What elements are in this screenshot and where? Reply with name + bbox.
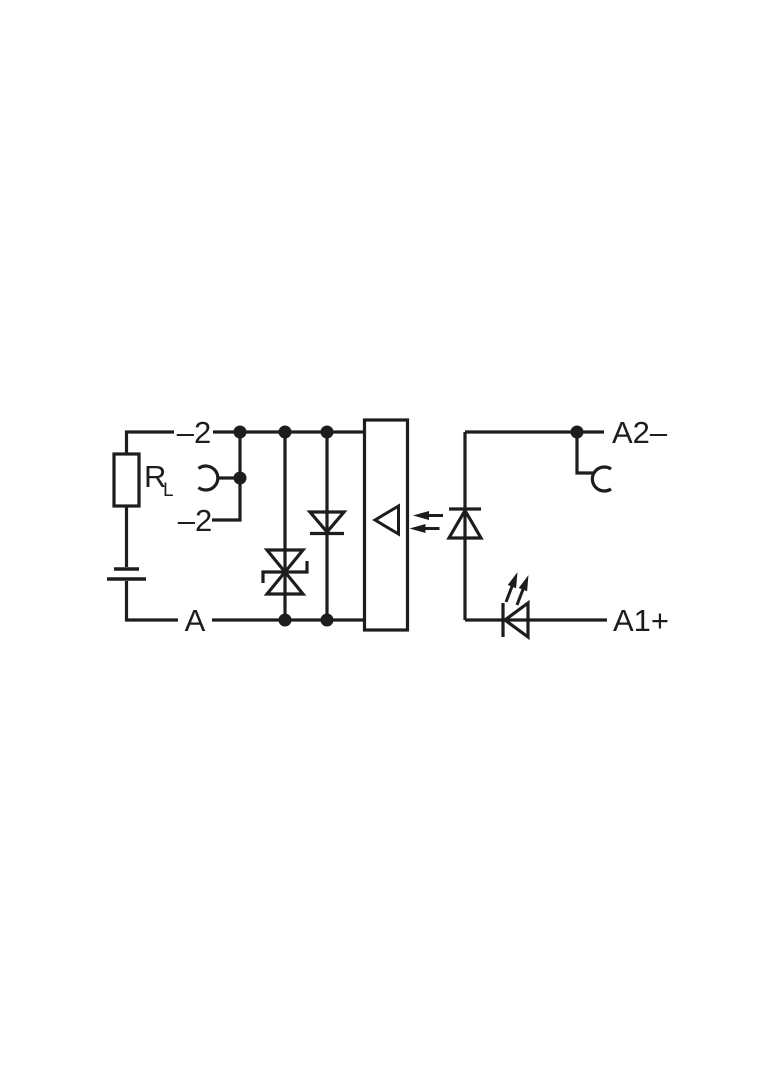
- load-resistor-icon: [112, 452, 141, 508]
- suppressor-diode-icon: [261, 432, 309, 620]
- status-led-icon: [501, 599, 530, 641]
- tvs-top-triangle: [263, 548, 307, 575]
- load-loop: [107, 430, 178, 622]
- plug-contact-right-icon: [590, 465, 612, 493]
- amplifier-block-icon: [362, 418, 410, 632]
- tvs-zener-bar: [261, 561, 309, 583]
- light-arrow: [413, 511, 443, 520]
- voltage-source-icon: [107, 567, 146, 581]
- wire-jumper-stub: [212, 432, 242, 522]
- junction-dot-icon: [320, 425, 334, 439]
- terminal-label-a: A: [185, 603, 206, 638]
- input-rails: [197, 430, 365, 622]
- junction-dot-icon: [278, 425, 292, 439]
- blocking-diode-icon: [306, 432, 348, 620]
- light-arrow: [409, 524, 440, 533]
- led-triangle: [446, 507, 484, 540]
- amplifier-triangle: [372, 503, 400, 537]
- light-emission-arrows-icon: [409, 511, 443, 533]
- junction-dot-icon: [233, 425, 247, 439]
- diode-triangle: [306, 510, 348, 535]
- terminal-label-a2-minus: A2–: [612, 415, 668, 450]
- status-led-emission-arrows-icon: [504, 572, 529, 606]
- tvs-bottom-triangle: [263, 569, 307, 596]
- load-resistor-label: R: [144, 459, 166, 494]
- junction-dot-icon: [320, 613, 334, 627]
- junction-dot-icon: [233, 471, 247, 485]
- junction-dots: [233, 425, 584, 627]
- terminal-label-minus2-top: –2: [177, 415, 211, 450]
- output-wiring: [465, 430, 612, 622]
- junction-dot-icon: [278, 613, 292, 627]
- emission-arrow: [504, 572, 518, 603]
- optocoupler-led-icon: [446, 432, 484, 620]
- terminal-label-a1-plus: A1+: [613, 603, 669, 638]
- wire-contact-stub: [575, 432, 595, 475]
- load-resistor-subscript: L: [163, 480, 174, 501]
- junction-dot-icon: [570, 425, 584, 439]
- terminal-label-minus2-jumper: –2: [178, 503, 212, 538]
- led-triangle: [502, 599, 530, 641]
- plug-contact-left-icon: [197, 464, 220, 492]
- wire: [124, 430, 174, 454]
- emission-arrow: [515, 575, 529, 606]
- wire: [124, 581, 178, 622]
